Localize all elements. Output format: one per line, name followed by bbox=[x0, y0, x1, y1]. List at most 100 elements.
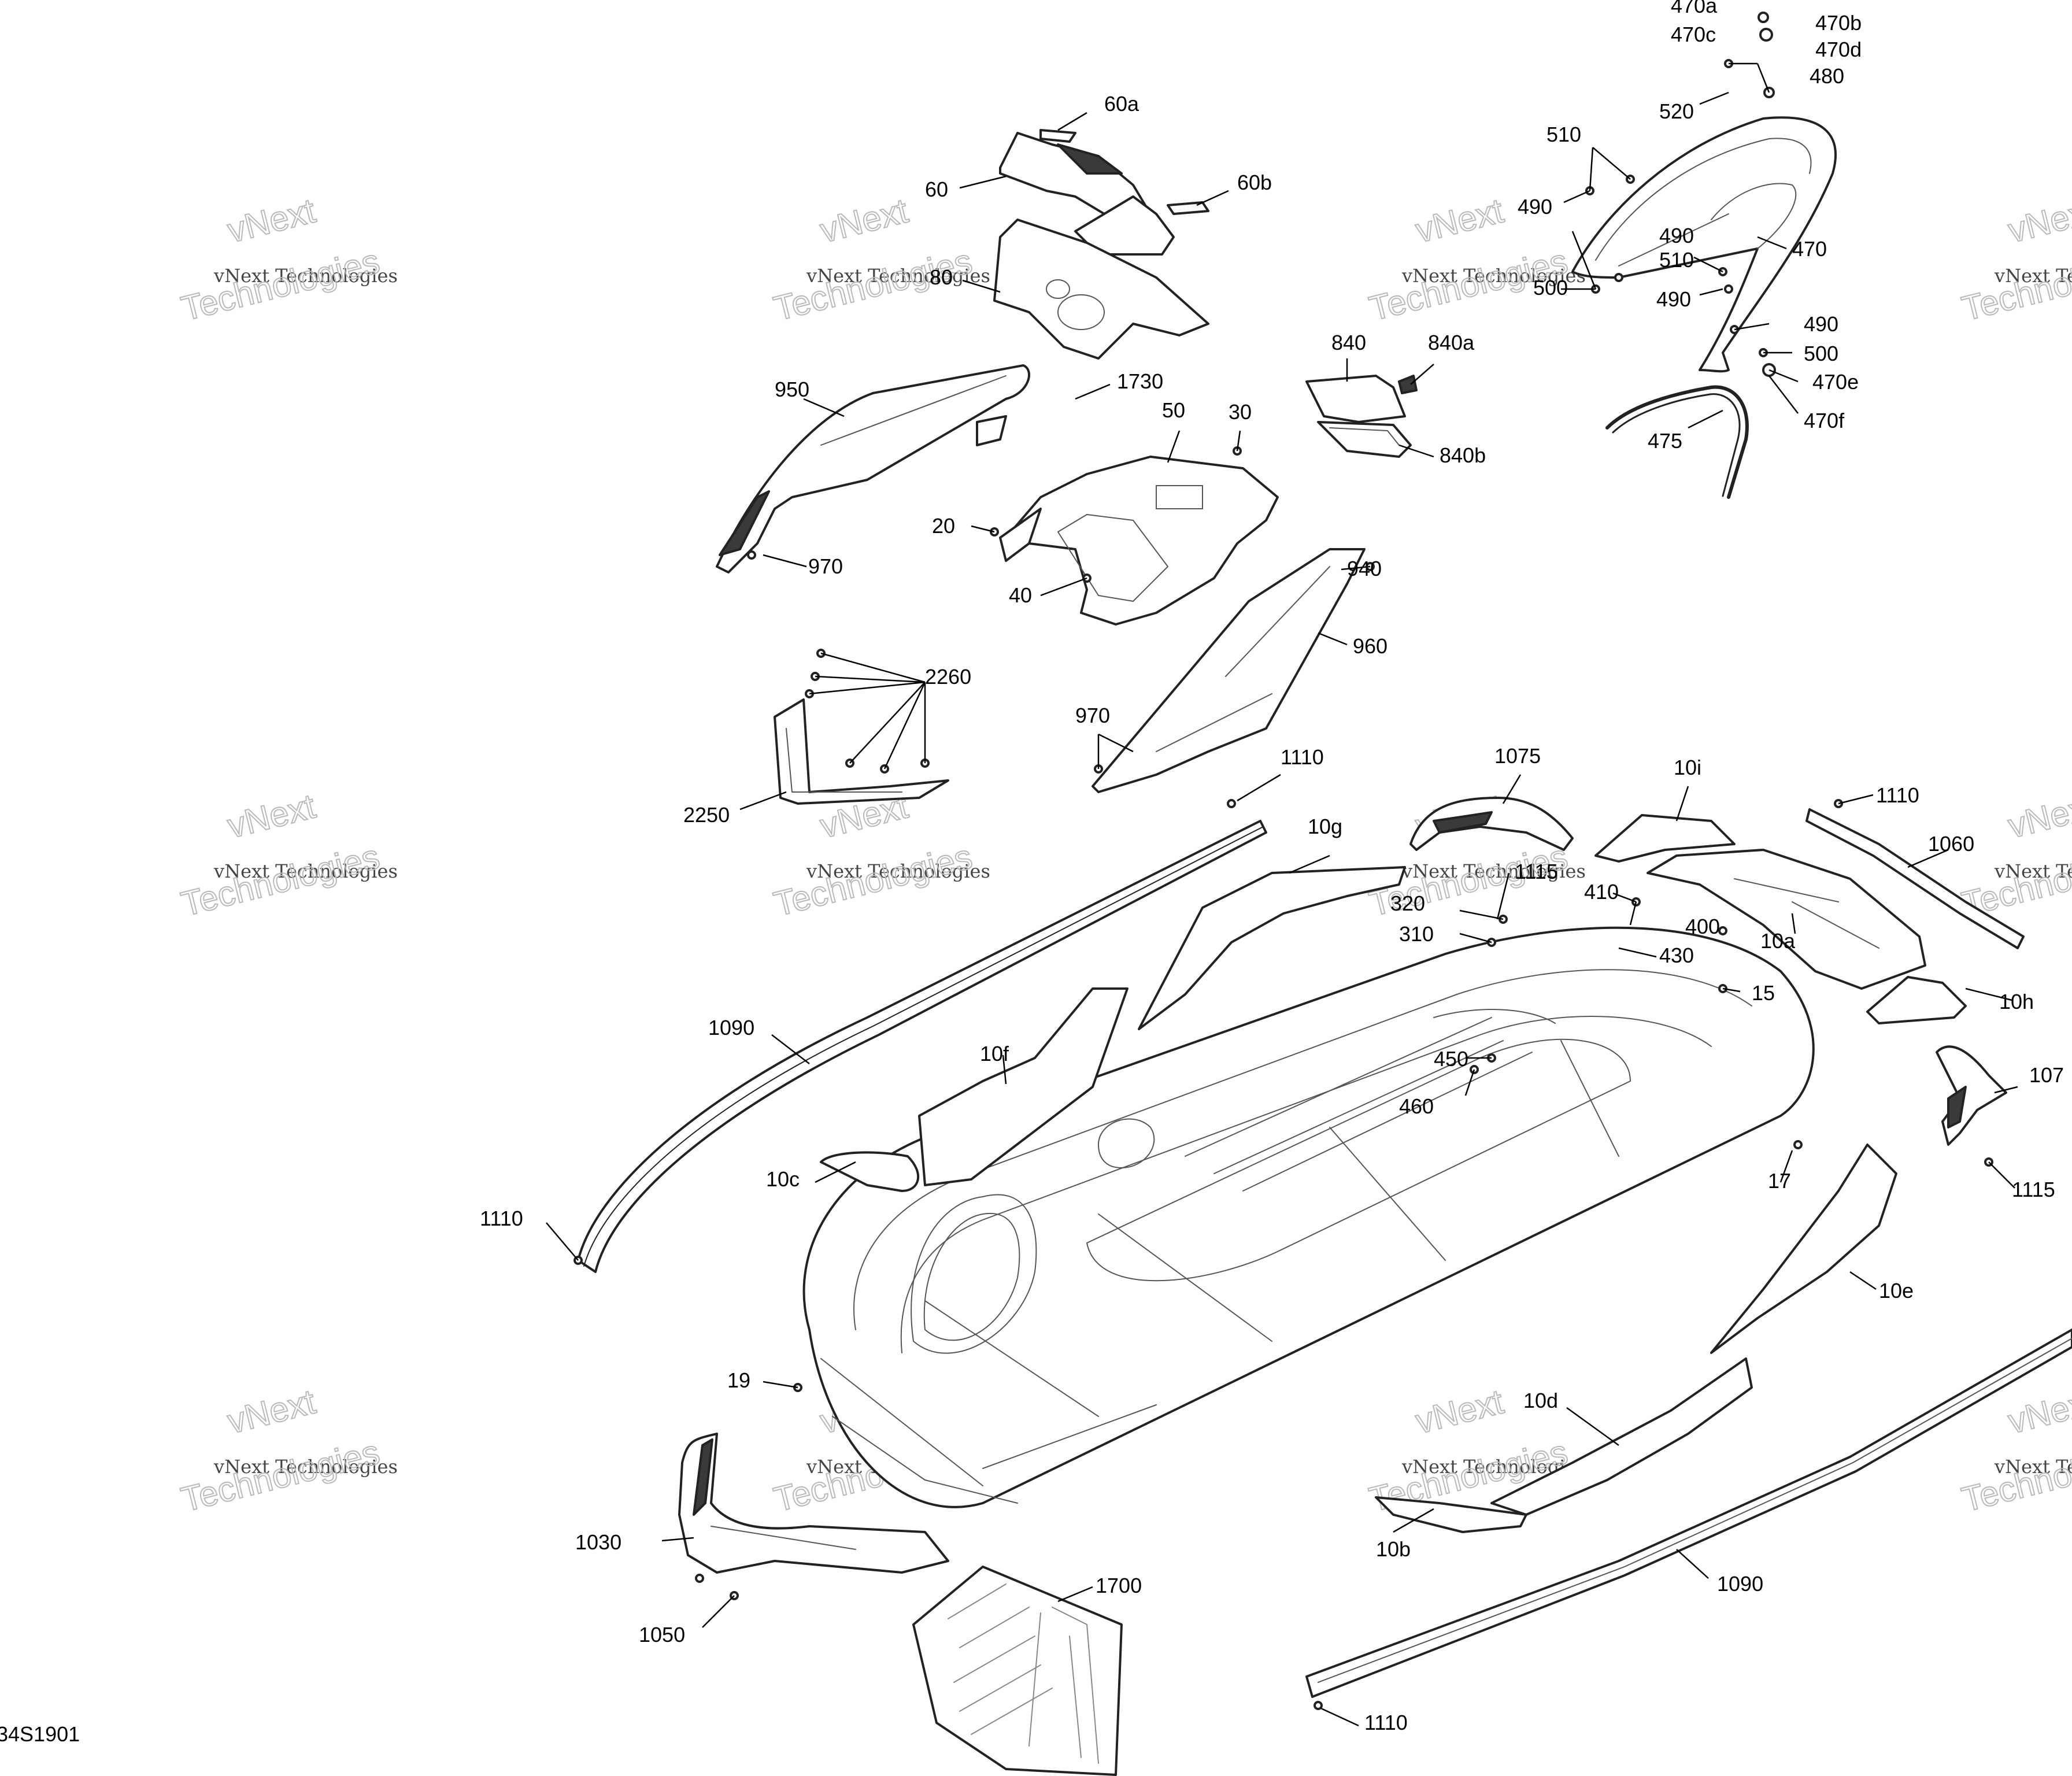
decal-10a-part bbox=[1646, 849, 1926, 990]
callout-1110-c: 1110 bbox=[480, 1207, 523, 1230]
callout-2260: 2260 bbox=[925, 665, 971, 689]
callout-10h: 10h bbox=[1999, 990, 2034, 1013]
callout-950: 950 bbox=[775, 378, 809, 401]
callout-10b: 10b bbox=[1376, 1537, 1411, 1561]
callout-840: 840 bbox=[1331, 331, 1366, 354]
decal-10e-part bbox=[1710, 1144, 1897, 1354]
svg-text:vNext Technologies: vNext Technologies bbox=[213, 1456, 398, 1478]
grab-handle-part bbox=[1605, 385, 1749, 499]
side-panel-960-part bbox=[1092, 548, 1366, 793]
decal-10i-part bbox=[1594, 814, 1736, 863]
svg-text:vNext Technologies: vNext Technologies bbox=[806, 265, 990, 287]
callout-460: 460 bbox=[1399, 1094, 1434, 1118]
callout-520: 520 bbox=[1659, 99, 1694, 123]
callout-10f: 10f bbox=[980, 1042, 1009, 1065]
callout-1700: 1700 bbox=[1096, 1574, 1142, 1597]
callout-470f: 470f bbox=[1804, 409, 1845, 432]
svg-text:vNext: vNext bbox=[816, 191, 912, 250]
callout-1115-b: 1115 bbox=[2012, 1178, 2055, 1201]
svg-text:vNext Technologies: vNext Technologies bbox=[1994, 860, 2072, 882]
callout-17: 17 bbox=[1768, 1169, 1791, 1193]
callout-470e: 470e bbox=[1812, 370, 1859, 394]
watermark: vNext vNext Technologies Technologies bbox=[1958, 190, 2072, 328]
decal-10c-part bbox=[820, 1151, 919, 1192]
svg-text:vNext: vNext bbox=[1412, 191, 1507, 250]
callout-107: 107 bbox=[2029, 1063, 2064, 1087]
svg-text:vNext Technologies: vNext Technologies bbox=[1401, 265, 1586, 287]
callout-1075: 1075 bbox=[1494, 744, 1541, 768]
svg-text:vNext: vNext bbox=[2004, 1382, 2072, 1441]
console-upper-part bbox=[993, 129, 1209, 360]
callout-1090-b: 1090 bbox=[1717, 1572, 1763, 1596]
svg-text:Technologies: Technologies bbox=[770, 837, 976, 924]
watermark: vNext vNext Technologies Technologies bbox=[769, 786, 990, 924]
rail-1060-part bbox=[1805, 808, 2025, 949]
callout-1030: 1030 bbox=[575, 1530, 621, 1554]
callout-475: 475 bbox=[1648, 429, 1682, 453]
front-bumper-1030-part bbox=[678, 1433, 949, 1574]
decal-10f-part bbox=[918, 987, 1128, 1186]
callout-500-a: 500 bbox=[1533, 276, 1568, 299]
seat-part bbox=[1571, 116, 1837, 373]
svg-text:vNext Technologies: vNext Technologies bbox=[213, 860, 398, 882]
svg-text:Technologies: Technologies bbox=[1958, 242, 2072, 328]
callout-840a: 840a bbox=[1428, 331, 1475, 354]
callout-510-b: 510 bbox=[1659, 248, 1694, 272]
callout-490-b: 490 bbox=[1659, 224, 1694, 247]
callout-2250: 2250 bbox=[683, 803, 730, 827]
svg-text:vNext Technologies: vNext Technologies bbox=[1994, 1456, 2072, 1478]
callout-490-c: 490 bbox=[1656, 287, 1691, 311]
callout-510-a: 510 bbox=[1546, 123, 1581, 146]
callout-400: 400 bbox=[1685, 915, 1720, 938]
rub-rail-1090-left-part bbox=[577, 820, 1267, 1273]
callout-1060: 1060 bbox=[1928, 832, 1974, 856]
callout-1730: 1730 bbox=[1117, 369, 1163, 393]
svg-text:vNext Technologies: vNext Technologies bbox=[1994, 265, 2072, 287]
callout-970-upper: 970 bbox=[808, 554, 843, 578]
callout-10d: 10d bbox=[1523, 1389, 1558, 1412]
svg-text:vNext Technologies: vNext Technologies bbox=[806, 860, 990, 882]
mat-1700-part bbox=[912, 1566, 1123, 1776]
watermark: vNext vNext Technologies Technologies bbox=[769, 190, 990, 328]
callout-1110-b: 1110 bbox=[1876, 783, 1919, 807]
callout-470d: 470d bbox=[1815, 38, 1862, 61]
callout-40: 40 bbox=[1009, 583, 1032, 607]
callout-60: 60 bbox=[925, 177, 948, 201]
callout-940: 940 bbox=[1347, 557, 1382, 580]
callout-470: 470 bbox=[1792, 237, 1827, 261]
callout-10c: 10c bbox=[766, 1167, 800, 1191]
callout-960: 960 bbox=[1353, 634, 1388, 658]
svg-text:vNext: vNext bbox=[224, 191, 319, 250]
callout-320: 320 bbox=[1390, 891, 1425, 915]
svg-text:vNext Technologies: vNext Technologies bbox=[1401, 860, 1586, 882]
decal-10g-part bbox=[1138, 866, 1406, 1030]
rub-rail-1090-right-part bbox=[1305, 1329, 2072, 1698]
callout-470c: 470c bbox=[1671, 23, 1716, 46]
callout-480: 480 bbox=[1810, 64, 1844, 88]
callout-1050: 1050 bbox=[639, 1623, 685, 1646]
cover-1075-part bbox=[1409, 797, 1574, 851]
callout-1090-a: 1090 bbox=[708, 1016, 754, 1039]
callout-1110-a: 1110 bbox=[1281, 745, 1324, 769]
callout-20: 20 bbox=[932, 514, 955, 538]
watermark: vNext vNext Technologies Technologies bbox=[177, 786, 398, 924]
watermark: vNext vNext Technologies Technologies bbox=[1365, 190, 1586, 328]
callout-10i: 10i bbox=[1674, 756, 1701, 779]
callout-430: 430 bbox=[1659, 944, 1694, 967]
decal-10h-part bbox=[1866, 976, 1967, 1024]
callout-840b: 840b bbox=[1440, 443, 1486, 467]
decal-10b-part bbox=[1375, 1496, 1527, 1533]
callout-80: 80 bbox=[930, 265, 953, 289]
storage-bin-part bbox=[999, 456, 1279, 626]
callout-19: 19 bbox=[727, 1368, 750, 1392]
callout-15: 15 bbox=[1752, 981, 1775, 1005]
svg-text:Technologies: Technologies bbox=[177, 242, 383, 328]
callout-310: 310 bbox=[1399, 922, 1434, 946]
callout-50: 50 bbox=[1162, 398, 1185, 422]
svg-text:Technologies: Technologies bbox=[177, 1433, 383, 1519]
callout-10e: 10e bbox=[1879, 1279, 1914, 1303]
callout-450: 450 bbox=[1434, 1047, 1468, 1071]
callout-60b: 60b bbox=[1237, 171, 1272, 194]
callout-1115-a: 1115 bbox=[1515, 860, 1558, 883]
